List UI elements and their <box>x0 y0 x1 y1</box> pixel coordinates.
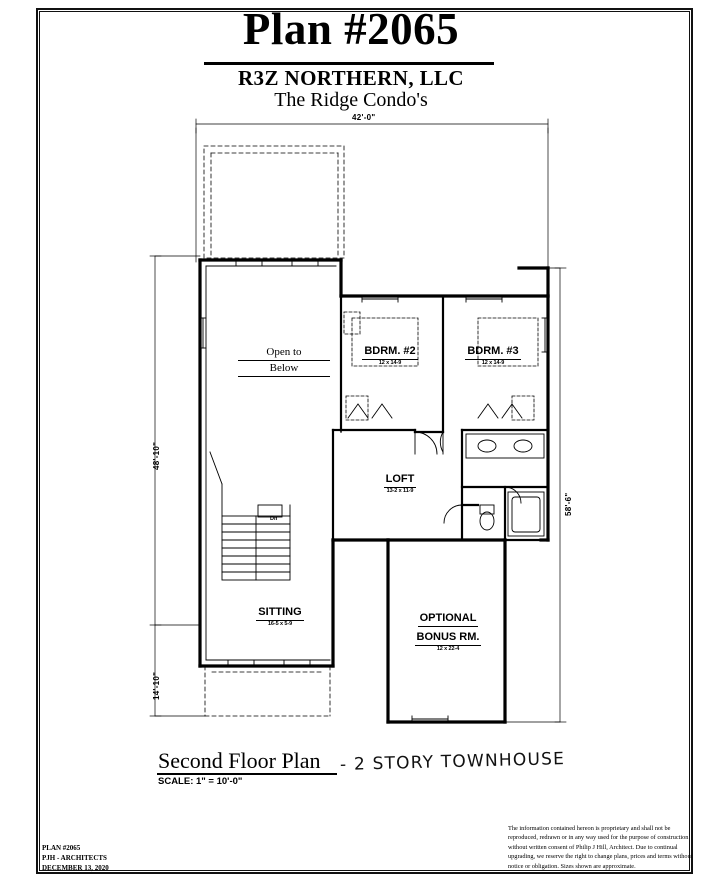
bedroom-3-name: BDRM. #3 <box>465 345 521 360</box>
credits-date: DECEMBER 13, 2020 <box>42 864 109 873</box>
bedroom-3-dimensions: 12 x 14-9 <box>481 360 505 367</box>
room-label-open-to-below: Open to Below <box>238 345 330 377</box>
sheet-border-outer <box>36 8 693 874</box>
bedroom-2-dimensions: 12 x 14-9 <box>378 360 402 367</box>
title-divider <box>204 62 494 65</box>
room-label-bedroom-2: BDRM. #2 12 x 14-9 <box>335 341 445 367</box>
sitting-dimensions: 16-5 x 5-9 <box>267 621 293 628</box>
credits-architect: PJH - ARCHITECTS <box>42 854 107 863</box>
room-label-optional-bonus-room: OPTIONAL BONUS RM. 12 x 22-4 <box>393 608 503 653</box>
dimension-right-overall: 58'-6" <box>564 492 573 516</box>
bedroom-2-name: BDRM. #2 <box>362 345 418 360</box>
sitting-name: SITTING <box>256 606 304 621</box>
bonus-room-name-line2: BONUS RM. <box>414 631 482 646</box>
sheet-border-inner <box>39 11 690 871</box>
project-subtitle: The Ridge Condo's <box>274 89 428 111</box>
room-label-loft: LOFT 13-2 x 11-9 <box>350 469 450 495</box>
loft-dimensions: 13-2 x 11-9 <box>386 488 414 495</box>
bonus-room-name-line1: OPTIONAL <box>417 612 479 627</box>
page-title: Plan #2065 <box>242 4 460 54</box>
open-to-below-line1: Open to <box>238 345 330 361</box>
room-label-bedroom-3: BDRM. #3 12 x 14-9 <box>438 341 548 367</box>
company-name: R3Z NORTHERN, LLC <box>237 66 464 90</box>
loft-name: LOFT <box>383 473 417 488</box>
bonus-room-dimensions: 12 x 22-4 <box>436 646 460 653</box>
caption-divider <box>157 773 337 775</box>
credits-block: PLAN #2065 PJH - ARCHITECTS DECEMBER 13,… <box>42 843 109 873</box>
room-label-sitting: SITTING 16-5 x 5-9 <box>225 602 335 628</box>
open-to-below-line2: Below <box>238 361 330 377</box>
dimension-left-upper: 48'-10" <box>152 441 161 470</box>
dimension-left-lower: 14'-10" <box>152 671 161 700</box>
legal-disclaimer: The information contained hereon is prop… <box>508 825 693 870</box>
dimension-top-overall: 42'-0" <box>352 113 376 122</box>
scale-note: SCALE: 1" = 10'-0" <box>158 776 243 787</box>
drawing-caption: Second Floor Plan <box>158 748 321 773</box>
stair-direction-label: Dn <box>270 516 278 522</box>
credits-plan-number: PLAN #2065 <box>42 844 81 852</box>
